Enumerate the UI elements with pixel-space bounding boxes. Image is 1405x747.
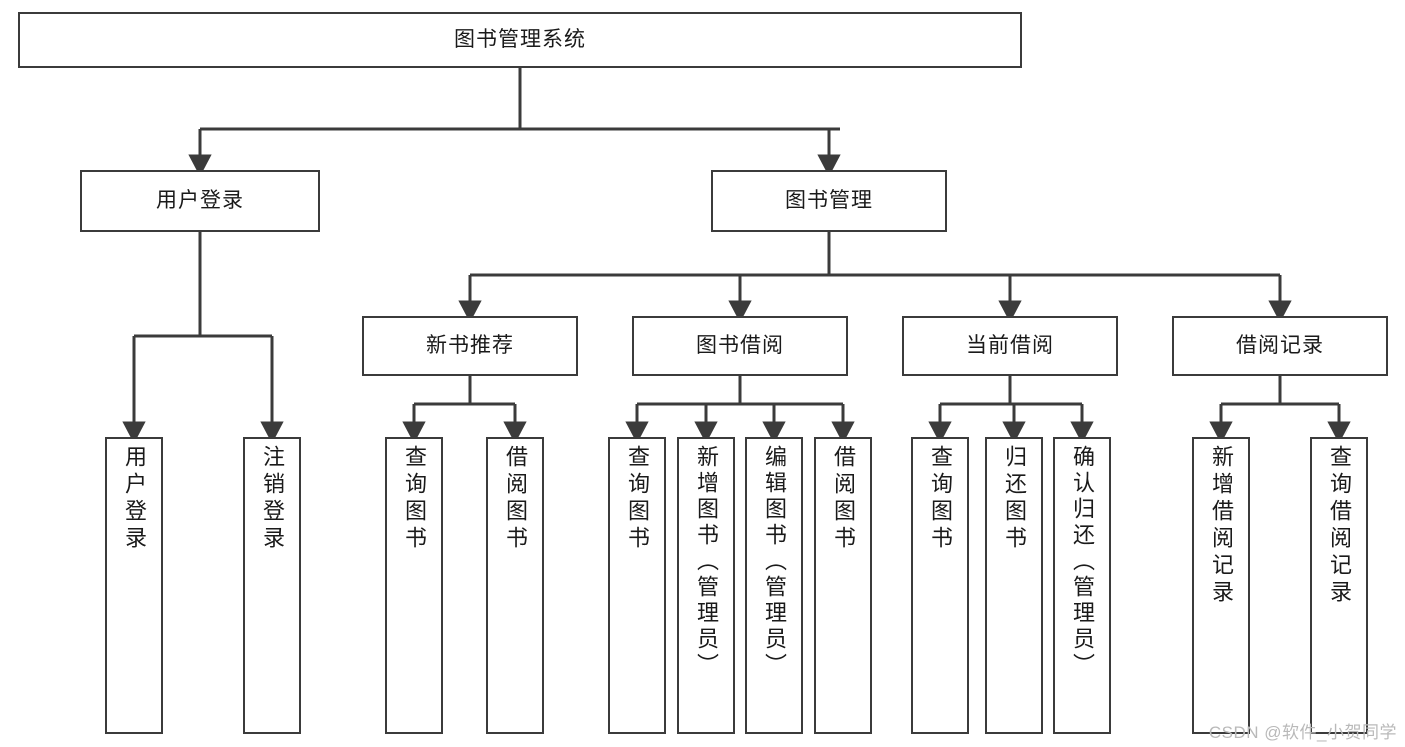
node-leaf-query-book-current[interactable]: 查询图书 (911, 437, 969, 734)
node-current-borrow-label: 当前借阅 (966, 333, 1054, 357)
node-leaf-query-book-recommend-label: 查询图书 (402, 445, 427, 553)
node-leaf-borrow-book-label: 借阅图书 (831, 445, 856, 553)
node-leaf-user-login-label: 用户登录 (122, 445, 147, 553)
node-root-label: 图书管理系统 (454, 27, 586, 51)
node-leaf-add-borrow-record[interactable]: 新增借阅记录 (1192, 437, 1250, 734)
csdn-watermark: CSDN @软件_小贺同学 (1208, 723, 1397, 742)
node-root[interactable]: 图书管理系统 (18, 12, 1022, 68)
node-leaf-confirm-return-admin-label: 确认归还（管理员） (1070, 445, 1095, 679)
node-user-login[interactable]: 用户登录 (80, 170, 320, 232)
node-leaf-add-borrow-record-label: 新增借阅记录 (1209, 445, 1234, 607)
node-borrow-record-label: 借阅记录 (1236, 333, 1324, 357)
node-new-book-recommend-label: 新书推荐 (426, 333, 514, 357)
node-leaf-logout-login-label: 注销登录 (260, 445, 285, 553)
node-leaf-add-book-admin[interactable]: 新增图书（管理员） (677, 437, 735, 734)
node-leaf-return-book[interactable]: 归还图书 (985, 437, 1043, 734)
node-leaf-query-borrow-record[interactable]: 查询借阅记录 (1310, 437, 1368, 734)
node-current-borrow[interactable]: 当前借阅 (902, 316, 1118, 376)
node-leaf-logout-login[interactable]: 注销登录 (243, 437, 301, 734)
node-leaf-add-book-admin-label: 新增图书（管理员） (694, 445, 719, 679)
node-new-book-recommend[interactable]: 新书推荐 (362, 316, 578, 376)
node-book-management-label: 图书管理 (785, 188, 873, 212)
node-borrow-record[interactable]: 借阅记录 (1172, 316, 1388, 376)
node-leaf-query-book-recommend[interactable]: 查询图书 (385, 437, 443, 734)
node-leaf-borrow-book-recommend[interactable]: 借阅图书 (486, 437, 544, 734)
node-leaf-query-book-borrow[interactable]: 查询图书 (608, 437, 666, 734)
node-leaf-edit-book-admin[interactable]: 编辑图书（管理员） (745, 437, 803, 734)
node-leaf-return-book-label: 归还图书 (1002, 445, 1027, 553)
node-user-login-label: 用户登录 (156, 188, 244, 212)
node-leaf-borrow-book-recommend-label: 借阅图书 (503, 445, 528, 553)
node-leaf-query-book-current-label: 查询图书 (928, 445, 953, 553)
node-book-borrow-label: 图书借阅 (696, 333, 784, 357)
node-book-management[interactable]: 图书管理 (711, 170, 947, 232)
node-book-borrow[interactable]: 图书借阅 (632, 316, 848, 376)
node-leaf-query-borrow-record-label: 查询借阅记录 (1327, 445, 1352, 607)
node-leaf-query-book-borrow-label: 查询图书 (625, 445, 650, 553)
node-leaf-edit-book-admin-label: 编辑图书（管理员） (762, 445, 787, 679)
node-leaf-borrow-book[interactable]: 借阅图书 (814, 437, 872, 734)
node-leaf-user-login[interactable]: 用户登录 (105, 437, 163, 734)
node-leaf-confirm-return-admin[interactable]: 确认归还（管理员） (1053, 437, 1111, 734)
